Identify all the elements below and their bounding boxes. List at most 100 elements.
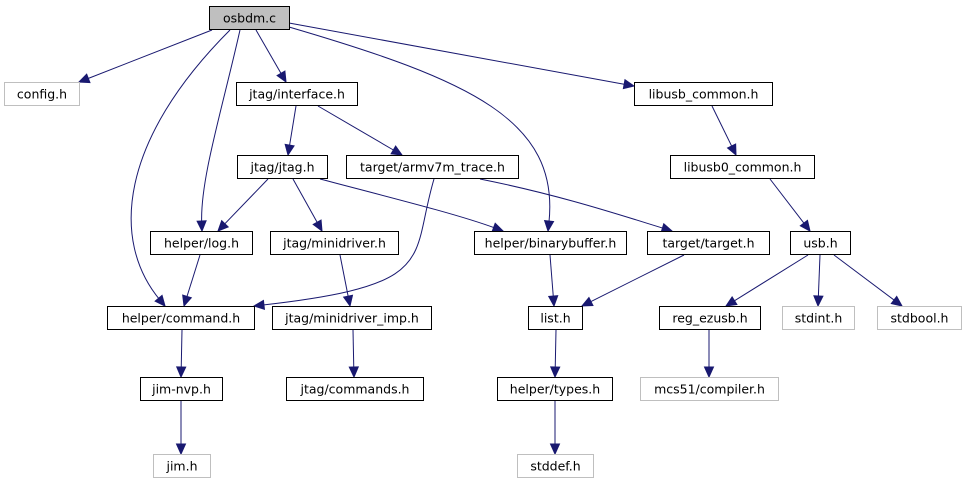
edge-helper-types-h-to-stddef-h: [549, 401, 561, 456]
node-label: target/target.h: [662, 236, 754, 251]
node-jtag-minidriver-h[interactable]: jtag/minidriver.h: [270, 231, 399, 255]
node-label: stdint.h: [795, 311, 843, 326]
edge-osbdm-c-to-helper-binarybuffer-h: [288, 26, 555, 233]
edge-line: [554, 329, 557, 370]
edge-arrowhead: [154, 294, 166, 307]
node-jtag-interface-h[interactable]: jtag/interface.h: [236, 82, 358, 106]
edge-jim-nvp-h-to-jim-h: [175, 401, 187, 456]
node-jim-h: jim.h: [153, 454, 211, 478]
edge-arrowhead: [175, 443, 187, 456]
edge-arrowhead: [77, 73, 91, 84]
node-label: mcs51/compiler.h: [654, 382, 765, 397]
edge-target-armv7m-trace-h-to-target-target-h: [479, 178, 674, 233]
edge-arrowhead: [217, 219, 230, 232]
node-label: stddef.h: [530, 459, 580, 474]
node-target-armv7m-trace-h[interactable]: target/armv7m_trace.h: [346, 155, 519, 179]
edge-arrowhead: [726, 143, 737, 157]
edge-arrowhead: [182, 294, 193, 308]
edge-jtag-minidriver-imp-h-to-jtag-commands-h: [348, 329, 360, 379]
edge-line: [817, 254, 821, 299]
edge-line: [185, 254, 201, 299]
edge-line: [288, 26, 551, 224]
edge-arrowhead: [276, 70, 287, 84]
node-jim-nvp-h[interactable]: jim-nvp.h: [140, 377, 223, 401]
node-label: stdbool.h: [891, 311, 949, 326]
edge-line: [317, 105, 396, 152]
nodes-layer: osbdm.c config.h jtag/interface.h libusb_co…: [4, 6, 962, 478]
node-box: [497, 377, 613, 401]
node-label: list.h: [540, 311, 570, 326]
edge-helper-log-h-to-helper-command-h: [182, 254, 201, 308]
edge-arrowhead: [890, 295, 903, 307]
edge-arrowhead: [196, 220, 207, 233]
node-jtag-jtag-h[interactable]: jtag/jtag.h: [237, 155, 328, 179]
node-list-h[interactable]: list.h: [528, 306, 583, 330]
edge-osbdm-c-to-helper-command-h: [130, 29, 231, 307]
node-reg-ezusb-h[interactable]: reg_ezusb.h: [659, 306, 761, 330]
node-label: libusb0_common.h: [684, 160, 802, 175]
node-mcs51-compiler-h: mcs51/compiler.h: [640, 377, 779, 401]
node-box: [782, 306, 855, 330]
edge-line: [711, 105, 733, 149]
edge-list-h-to-helper-types-h: [549, 329, 561, 379]
edge-libusb-common-h-to-libusb0-common-h: [711, 105, 737, 157]
edge-line: [769, 178, 806, 226]
edge-jtag-interface-h-to-jtag-jtag-h: [284, 105, 297, 157]
node-osbdm-c[interactable]: osbdm.c: [209, 6, 290, 30]
edge-osbdm-c-to-config-h: [77, 29, 213, 84]
edge-jtag-minidriver-h-to-jtag-minidriver-imp-h: [339, 254, 354, 308]
edge-usb-h-to-reg-ezusb-h: [724, 254, 809, 307]
node-box: [270, 231, 399, 255]
edge-reg-ezusb-h-to-mcs51-compiler-h: [703, 330, 715, 379]
node-label: reg_ezusb.h: [672, 311, 747, 326]
node-label: jtag/interface.h: [248, 87, 345, 102]
edge-line: [588, 254, 685, 303]
node-target-target-h[interactable]: target/target.h: [647, 231, 770, 255]
node-box: [150, 231, 253, 255]
edge-arrowhead: [622, 78, 636, 90]
edge-arrowhead: [252, 299, 266, 311]
edge-helper-command-h-to-jim-nvp-h: [175, 329, 187, 379]
node-helper-binarybuffer-h[interactable]: helper/binarybuffer.h: [474, 231, 627, 255]
node-libusb-common-h[interactable]: libusb_common.h: [634, 82, 773, 106]
edge-libusb0-common-h-to-usb-h: [769, 178, 811, 232]
node-config-h: config.h: [4, 82, 80, 106]
node-box: [634, 82, 773, 106]
node-label: helper/types.h: [510, 382, 600, 397]
node-box: [237, 155, 328, 179]
node-usb-h[interactable]: usb.h: [790, 231, 851, 255]
node-helper-log-h[interactable]: helper/log.h: [150, 231, 253, 255]
node-label: helper/binarybuffer.h: [485, 236, 617, 251]
node-jtag-commands-h[interactable]: jtag/commands.h: [286, 377, 424, 401]
node-label: jim.h: [165, 459, 197, 474]
node-label: target/armv7m_trace.h: [360, 160, 505, 175]
node-label: helper/command.h: [122, 311, 240, 326]
edge-line: [732, 254, 809, 303]
edge-arrowhead: [549, 443, 561, 456]
node-box: [272, 306, 432, 330]
node-box: [236, 82, 358, 106]
node-stdbool-h: stdbool.h: [877, 306, 962, 330]
edge-jtag-jtag-h-to-jtag-minidriver-h: [292, 178, 323, 233]
edge-line: [833, 254, 896, 302]
edges-layer: [77, 22, 903, 456]
edge-line: [292, 178, 319, 225]
node-box: [209, 6, 290, 30]
node-helper-types-h[interactable]: helper/types.h: [497, 377, 613, 401]
edge-line: [86, 29, 213, 80]
edge-line: [130, 29, 231, 301]
edge-jtag-jtag-h-to-helper-binarybuffer-h: [319, 178, 505, 233]
edge-arrowhead: [348, 366, 360, 379]
node-stddef-h: stddef.h: [517, 454, 594, 478]
edge-arrowhead: [312, 219, 323, 233]
node-box: [140, 377, 223, 401]
edge-arrowhead: [390, 145, 404, 156]
node-box: [474, 231, 627, 255]
node-libusb0-common-h[interactable]: libusb0_common.h: [670, 155, 815, 179]
node-box: [790, 231, 851, 255]
node-box: [346, 155, 519, 179]
edge-target-armv7m-trace-h-to-helper-command-h: [252, 178, 435, 311]
node-label: jtag/commands.h: [300, 382, 410, 397]
node-helper-command-h[interactable]: helper/command.h: [107, 306, 255, 330]
node-jtag-minidriver-imp-h[interactable]: jtag/minidriver_imp.h: [272, 306, 432, 330]
